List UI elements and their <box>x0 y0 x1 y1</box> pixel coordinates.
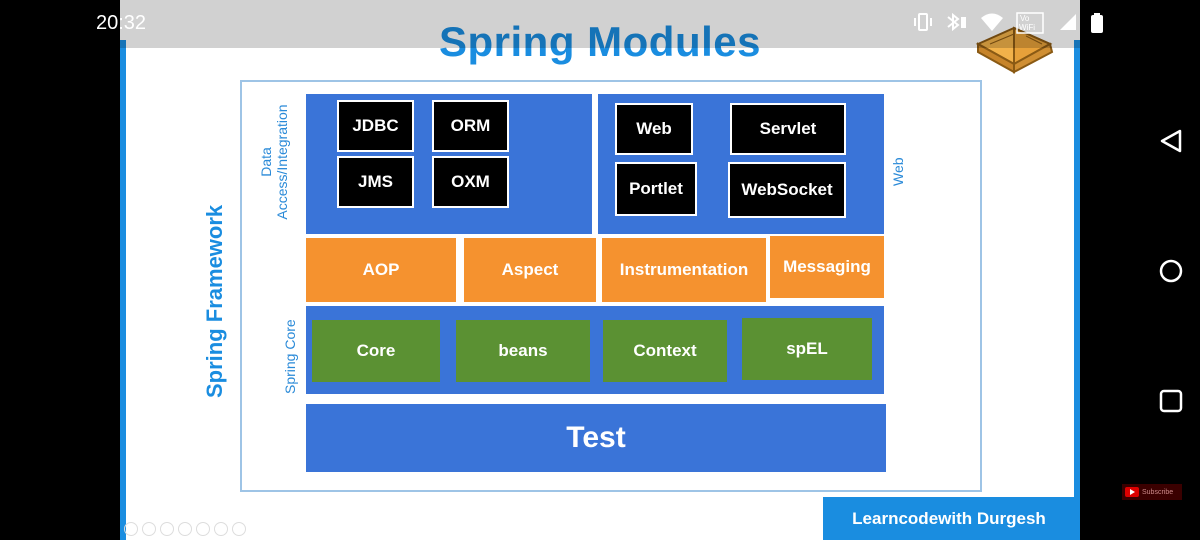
wifi-icon <box>981 13 1003 31</box>
module-spel: spEL <box>742 318 872 380</box>
control-icon[interactable] <box>214 522 228 536</box>
status-bar: 20:32 Vo WiFi <box>0 0 1200 48</box>
status-icons: Vo WiFi <box>912 12 1104 34</box>
data-access-label-line1: Data <box>258 147 274 177</box>
volte-wifi-icon: Vo WiFi <box>1016 12 1044 34</box>
module-aspect: Aspect <box>464 238 596 302</box>
brand-banner: Learncodewith Durgesh <box>823 497 1075 540</box>
svg-text:WiFi: WiFi <box>1019 23 1035 32</box>
module-jms: JMS <box>337 156 414 208</box>
youtube-icon <box>1125 487 1139 497</box>
slide-border <box>1074 40 1080 540</box>
signal-icon <box>1060 14 1076 30</box>
spring-framework-label: Spring Framework <box>202 204 227 398</box>
control-icon[interactable] <box>232 522 246 536</box>
control-icon[interactable] <box>196 522 210 536</box>
module-core: Core <box>312 320 440 382</box>
svg-text:Vo: Vo <box>1020 14 1030 23</box>
module-test: Test <box>306 404 886 472</box>
module-beans: beans <box>456 320 590 382</box>
slide-border <box>120 40 126 540</box>
module-web: Web <box>615 103 693 155</box>
web-label: Web <box>890 157 906 186</box>
book-logo-icon <box>975 26 1054 74</box>
youtube-subscribe-button[interactable]: Subscribe <box>1122 484 1182 500</box>
recents-icon[interactable] <box>1158 388 1184 414</box>
back-icon[interactable] <box>1158 128 1184 154</box>
control-icon[interactable] <box>142 522 156 536</box>
module-aop: AOP <box>306 238 456 302</box>
module-orm: ORM <box>432 100 509 152</box>
data-access-label-line2: Access/Integration <box>274 104 290 220</box>
module-instrumentation: Instrumentation <box>602 238 766 302</box>
slide-title: Spring Modules <box>439 18 761 65</box>
vibrate-icon <box>914 13 932 31</box>
module-jdbc: JDBC <box>337 100 414 152</box>
home-icon[interactable] <box>1158 258 1184 284</box>
control-icon[interactable] <box>178 522 192 536</box>
module-websocket: WebSocket <box>728 162 846 218</box>
spring-core-label: Spring Core <box>282 319 298 394</box>
modules-frame <box>240 80 982 492</box>
module-context: Context <box>603 320 727 382</box>
module-servlet: Servlet <box>730 103 846 155</box>
bluetooth-battery-icon <box>947 12 966 32</box>
control-icon[interactable] <box>160 522 174 536</box>
status-time: 20:32 <box>96 12 147 34</box>
subscribe-label: Subscribe <box>1142 488 1174 496</box>
data-access-label: Data Access/Integration <box>258 94 290 230</box>
navigation-bar <box>1140 0 1200 540</box>
control-icon[interactable] <box>124 522 138 536</box>
battery-icon <box>1091 13 1103 33</box>
module-oxm: OXM <box>432 156 509 208</box>
slide-controls <box>124 522 246 536</box>
module-messaging: Messaging <box>770 236 884 298</box>
module-portlet: Portlet <box>615 162 697 216</box>
